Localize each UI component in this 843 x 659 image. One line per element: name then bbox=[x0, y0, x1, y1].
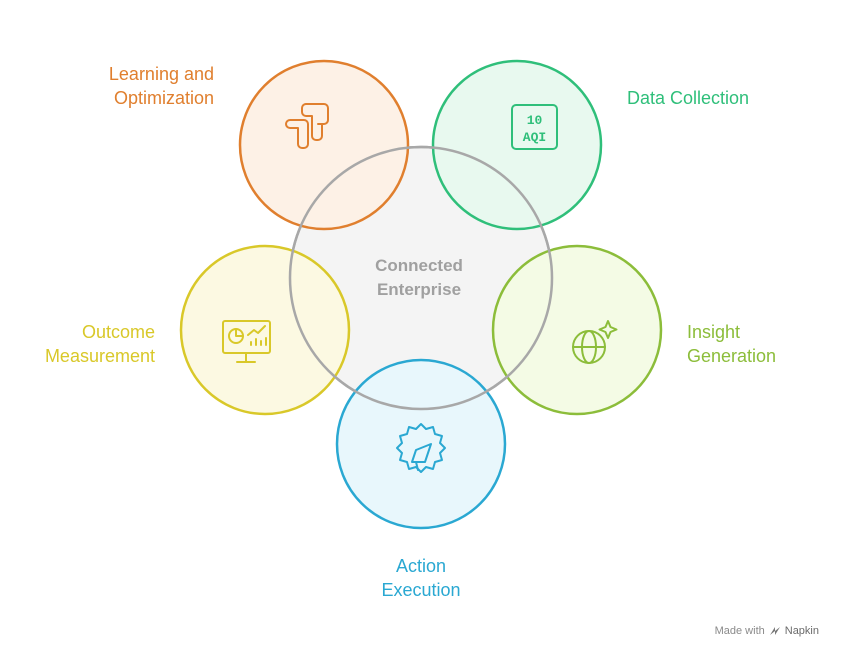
action-circle bbox=[335, 358, 507, 530]
monitor-chart-icon bbox=[222, 320, 271, 363]
learning-circle bbox=[238, 59, 410, 231]
napkin-logo-icon bbox=[769, 627, 780, 635]
learning-label-line1: Learning and bbox=[109, 64, 214, 84]
center-label-line1: Connected bbox=[375, 256, 463, 275]
outcome-label-line1: Outcome bbox=[82, 322, 155, 342]
action-label-line1: Action bbox=[396, 556, 446, 576]
center-circle-outline bbox=[288, 145, 554, 411]
outcome-label-line2: Measurement bbox=[45, 346, 155, 366]
learning-label-line2: Optimization bbox=[114, 88, 214, 108]
aqi-icon: 10 AQI bbox=[511, 104, 558, 150]
globe-sparkle-icon bbox=[572, 320, 618, 364]
insight-circle bbox=[491, 244, 663, 416]
insight-label-line2: Generation bbox=[687, 346, 776, 366]
gear-megaphone-icon bbox=[396, 423, 446, 473]
data-label-line1: Data Collection bbox=[627, 88, 749, 108]
insight-label-line1: Insight bbox=[687, 322, 740, 342]
center-label-line2: Enterprise bbox=[377, 280, 461, 299]
action-label-line2: Execution bbox=[381, 580, 460, 600]
svg-text:10: 10 bbox=[527, 113, 543, 128]
brand-name: Napkin bbox=[784, 625, 819, 637]
footer-credit[interactable]: Made with Napkin bbox=[715, 625, 819, 637]
outcome-circle bbox=[179, 244, 351, 416]
made-with-text: Made with bbox=[714, 625, 765, 637]
route-icon bbox=[285, 103, 329, 149]
data-circle bbox=[431, 59, 603, 231]
svg-text:AQI: AQI bbox=[523, 130, 546, 145]
